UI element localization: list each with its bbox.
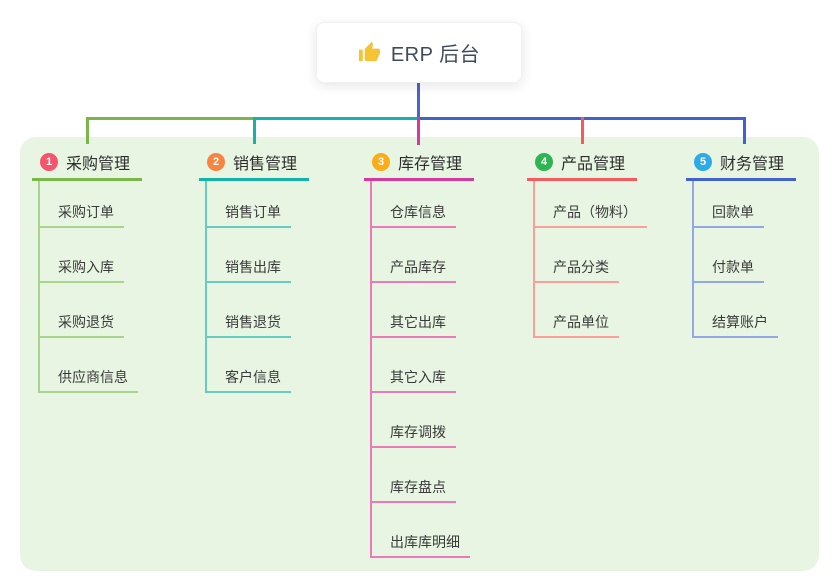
branch-finance: 5 财务管理 回款单 付款单 结算账户 (686, 146, 797, 338)
root-node[interactable]: ERP 后台 (316, 22, 522, 83)
child-item[interactable]: 仓库信息 (372, 181, 456, 228)
child-label: 产品库存 (390, 259, 446, 275)
child-label: 客户信息 (225, 369, 281, 385)
child-item[interactable]: 产品分类 (535, 228, 619, 283)
child-item[interactable]: 出库库明细 (372, 503, 470, 558)
branch-purchase: 1 采购管理 采购订单 采购入库 采购退货 供应商信息 (32, 146, 143, 393)
branch-title-label: 产品管理 (561, 156, 626, 173)
child-label: 销售订单 (225, 204, 281, 220)
child-label: 出库库明细 (390, 534, 460, 550)
child-label: 付款单 (712, 259, 754, 275)
thumbs-up-icon (358, 41, 380, 62)
child-label: 回款单 (712, 204, 754, 220)
branch-finance-children: 回款单 付款单 结算账户 (692, 181, 778, 338)
branch-product-title[interactable]: 4 产品管理 (527, 146, 638, 181)
child-item[interactable]: 客户信息 (207, 338, 291, 393)
branch-product: 4 产品管理 产品（物料） 产品分类 产品单位 (527, 146, 647, 338)
child-item[interactable]: 产品（物料） (535, 181, 647, 228)
connector-rail-branch2 (253, 117, 419, 120)
branch-finance-title[interactable]: 5 财务管理 (686, 146, 797, 181)
child-item[interactable]: 采购订单 (40, 181, 124, 228)
root-title: ERP 后台 (390, 44, 481, 66)
branch-purchase-title[interactable]: 1 采购管理 (32, 146, 143, 181)
child-item[interactable]: 库存盘点 (372, 448, 456, 503)
branch-sales-children: 销售订单 销售出库 销售退货 客户信息 (205, 181, 291, 393)
child-item[interactable]: 库存调拨 (372, 393, 456, 448)
connector-rail-branch1 (86, 117, 254, 120)
connector-drop-branch3 (417, 117, 420, 145)
branch-inventory-title[interactable]: 3 库存管理 (364, 146, 475, 181)
child-label: 供应商信息 (58, 369, 128, 385)
connector-drop-branch2 (253, 117, 256, 144)
child-label: 产品分类 (553, 259, 609, 275)
child-item[interactable]: 采购入库 (40, 228, 124, 283)
child-label: 产品（物料） (553, 204, 637, 220)
branch-title-label: 财务管理 (720, 156, 785, 173)
child-item[interactable]: 供应商信息 (40, 338, 138, 393)
child-item[interactable]: 回款单 (694, 181, 764, 228)
branch-title-label: 销售管理 (233, 156, 298, 173)
branch-product-children: 产品（物料） 产品分类 产品单位 (533, 181, 647, 338)
child-label: 产品单位 (553, 314, 609, 330)
connector-drop-branch1 (86, 117, 89, 144)
child-label: 其它出库 (390, 314, 446, 330)
badge-1-icon: 1 (40, 153, 58, 171)
child-item[interactable]: 结算账户 (694, 283, 778, 338)
child-item[interactable]: 其它出库 (372, 283, 456, 338)
child-label: 采购退货 (58, 314, 114, 330)
branch-sales: 2 销售管理 销售订单 销售出库 销售退货 客户信息 (199, 146, 310, 393)
child-label: 库存调拨 (390, 424, 446, 440)
connector-drop-branch4 (581, 117, 584, 144)
badge-2-icon: 2 (207, 153, 225, 171)
child-label: 其它入库 (390, 369, 446, 385)
child-item[interactable]: 销售订单 (207, 181, 291, 228)
branches-panel (20, 137, 819, 571)
child-item[interactable]: 销售出库 (207, 228, 291, 283)
child-item[interactable]: 销售退货 (207, 283, 291, 338)
child-label: 结算账户 (712, 314, 768, 330)
child-item[interactable]: 付款单 (694, 228, 764, 283)
child-label: 库存盘点 (390, 479, 446, 495)
child-label: 采购订单 (58, 204, 114, 220)
child-label: 销售退货 (225, 314, 281, 330)
branch-purchase-children: 采购订单 采购入库 采购退货 供应商信息 (38, 181, 138, 393)
child-item[interactable]: 产品库存 (372, 228, 456, 283)
branch-sales-title[interactable]: 2 销售管理 (199, 146, 310, 181)
branch-title-label: 采购管理 (66, 156, 131, 173)
child-item[interactable]: 其它入库 (372, 338, 456, 393)
child-label: 采购入库 (58, 259, 114, 275)
branch-inventory: 3 库存管理 仓库信息 产品库存 其它出库 其它入库 库存调拨 库存盘点 出库库… (364, 146, 475, 558)
branch-title-label: 库存管理 (398, 156, 463, 173)
child-label: 销售出库 (225, 259, 281, 275)
badge-5-icon: 5 (694, 153, 712, 171)
child-item[interactable]: 产品单位 (535, 283, 619, 338)
badge-3-icon: 3 (372, 153, 390, 171)
connector-drop-branch5 (743, 117, 746, 144)
child-item[interactable]: 采购退货 (40, 283, 124, 338)
branch-inventory-children: 仓库信息 产品库存 其它出库 其它入库 库存调拨 库存盘点 出库库明细 (370, 181, 470, 558)
badge-4-icon: 4 (535, 153, 553, 171)
child-label: 仓库信息 (390, 204, 446, 220)
connector-root-vertical (417, 82, 420, 120)
